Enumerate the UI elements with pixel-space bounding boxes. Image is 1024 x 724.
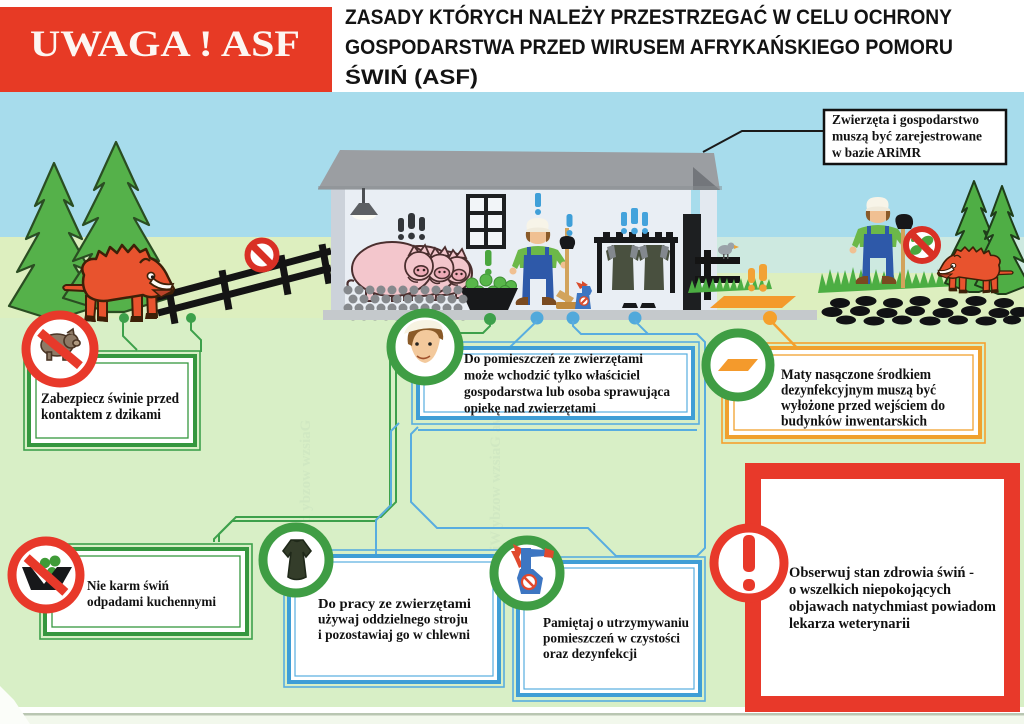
svg-text:ZASADY KTÓRYCH NALEŻY PRZESTRZ: ZASADY KTÓRYCH NALEŻY PRZESTRZEGAĆ W CEL… bbox=[345, 4, 952, 29]
svg-text:pomieszczeń w czystości: pomieszczeń w czystości bbox=[543, 632, 680, 647]
svg-text:używaj oddzielnego stroju: używaj oddzielnego stroju bbox=[318, 613, 468, 628]
svg-text:iW ybzow wzsiaG awtsr: iW ybzow wzsiaG awtsr bbox=[488, 396, 504, 550]
svg-text:ŚWIŃ (ASF): ŚWIŃ (ASF) bbox=[345, 64, 478, 89]
svg-text:i pozostawiaj go w chlewni: i pozostawiaj go w chlewni bbox=[318, 628, 470, 643]
svg-text:odpadami kuchennymi: odpadami kuchennymi bbox=[87, 595, 216, 610]
svg-text:objawach natychmiast powiadom: objawach natychmiast powiadom bbox=[789, 599, 996, 615]
svg-text:lekarza weterynarii: lekarza weterynarii bbox=[789, 616, 910, 632]
svg-text:Maty nasączone środkiem: Maty nasączone środkiem bbox=[781, 367, 931, 383]
svg-text:może wchodzić tylko właściciel: może wchodzić tylko właściciel bbox=[464, 369, 640, 384]
svg-text:w bazie ARiMR: w bazie ARiMR bbox=[832, 146, 922, 161]
svg-text:Do pracy ze zwierzętami: Do pracy ze zwierzętami bbox=[318, 597, 471, 612]
svg-text:GOSPODARSTWA PRZED WIRUSEM AFR: GOSPODARSTWA PRZED WIRUSEM AFRYKAŃSKIEGO… bbox=[345, 34, 953, 59]
svg-text:gospodarstwa lub osoba sprawuj: gospodarstwa lub osoba sprawująca bbox=[464, 385, 670, 400]
svg-text:kontaktem z dzikami: kontaktem z dzikami bbox=[41, 407, 161, 423]
svg-text:o wszelkich niepokojących: o wszelkich niepokojących bbox=[789, 582, 952, 598]
svg-text:Pamiętaj o utrzymywaniu: Pamiętaj o utrzymywaniu bbox=[543, 616, 689, 631]
svg-text:Do pomieszczeń ze zwierzętami: Do pomieszczeń ze zwierzętami bbox=[464, 352, 643, 367]
svg-text:UWAGA ! ASF: UWAGA ! ASF bbox=[30, 24, 300, 65]
svg-text:Zwierzęta i gospodarstwo: Zwierzęta i gospodarstwo bbox=[832, 113, 979, 128]
svg-text:Zabezpiecz świnie przed: Zabezpiecz świnie przed bbox=[41, 391, 179, 407]
svg-text:budynków inwentarskich: budynków inwentarskich bbox=[781, 414, 927, 430]
svg-text:wyłożone przed wejściem do: wyłożone przed wejściem do bbox=[781, 398, 945, 414]
svg-text:Obserwuj stan zdrowia świń -: Obserwuj stan zdrowia świń - bbox=[789, 565, 974, 581]
svg-text:oraz dezynfekcji: oraz dezynfekcji bbox=[543, 647, 637, 662]
svg-text:opiekę nad zwierzętami: opiekę nad zwierzętami bbox=[464, 402, 596, 417]
svg-text:dezynfekcyjnym muszą być: dezynfekcyjnym muszą być bbox=[781, 383, 937, 399]
svg-text:Nie karm świń: Nie karm świń bbox=[87, 579, 169, 594]
svg-text:muszą być zarejestrowane: muszą być zarejestrowane bbox=[832, 130, 982, 145]
